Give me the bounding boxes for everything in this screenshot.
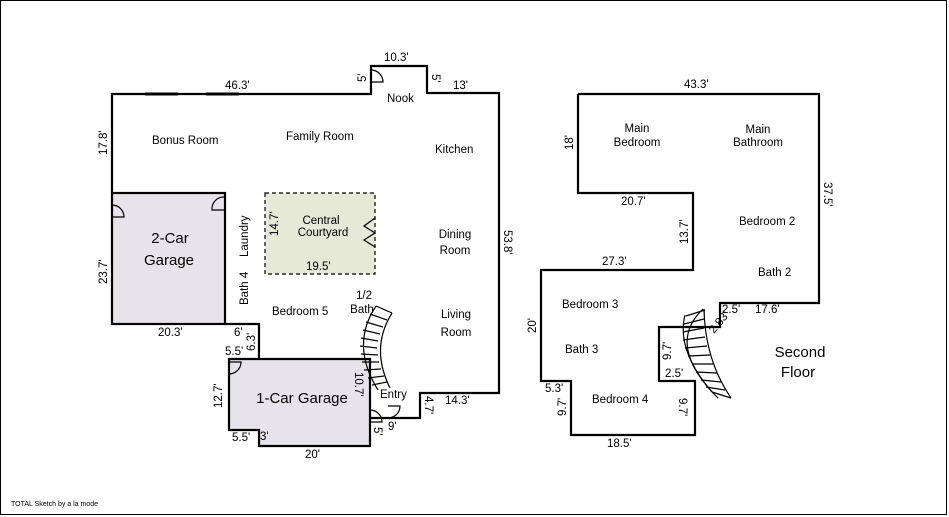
first-floor-outline [110, 64, 501, 420]
door-swing-garage1-right [369, 409, 383, 423]
room-courtyard-line1: Central [302, 215, 339, 227]
dim-bottom-right: 14.3' [445, 395, 470, 407]
room-main-bath-line1: Main [746, 124, 771, 136]
dim-entry-9: 9' [388, 421, 397, 433]
dim-top-right: 13' [453, 80, 468, 92]
staircase-second-floor [682, 308, 732, 399]
room-bath2: Bath 2 [758, 267, 791, 279]
room-garage1: 1-Car Garage [256, 390, 348, 407]
room-main-bath-line2: Bathroom [733, 137, 783, 149]
first-floor-lower-wall [225, 322, 261, 359]
room-half-bath-line1: 1/2 [356, 290, 372, 302]
dim-step-63: 6.3' [246, 333, 258, 351]
dim-nook-right: 5' [429, 74, 441, 83]
room-bedroom2: Bedroom 2 [739, 216, 795, 228]
dim-garage2-height: 23.7' [98, 259, 110, 284]
staircase-first-floor [359, 305, 393, 391]
dim-sf-step-273: 27.3' [602, 256, 627, 268]
footer-credit: TOTAL Sketch by a la mode [11, 501, 98, 508]
room-living-line2: Room [441, 327, 472, 339]
dim-top-left: 46.3' [225, 80, 250, 92]
room-family-room: Family Room [286, 131, 354, 143]
room-laundry: Laundry [239, 215, 251, 257]
dim-sf-left-20: 20' [527, 318, 539, 333]
room-kitchen: Kitchen [435, 144, 473, 156]
room-living-line1: Living [441, 309, 471, 321]
dim-sf-step-97c: 9.7' [676, 398, 688, 416]
dim-step-55a: 5.5' [225, 346, 243, 358]
dim-court-height: 14.7' [269, 211, 281, 236]
dim-sf-step-97b: 9.7' [557, 398, 569, 416]
dim-sf-step-207: 20.7' [621, 196, 646, 208]
second-floor-title-line2: Floor [781, 364, 815, 381]
first-floor: Bonus Room Family Room Nook Kitchen Cent… [98, 52, 513, 461]
door-swing-garage1-left [228, 361, 242, 375]
dim-left-upper: 17.8' [98, 130, 110, 155]
dim-nook-top: 10.3' [384, 52, 409, 64]
room-bonus-room: Bonus Room [152, 135, 218, 147]
dim-step-6: 6' [234, 327, 243, 339]
courtyard-door-icon [362, 217, 376, 248]
room-bedroom4: Bedroom 4 [592, 394, 649, 406]
second-floor: Second Floor Main Bedroom Main Bathroom … [527, 79, 833, 450]
garage-2car-area [110, 191, 227, 326]
room-bedroom5: Bedroom 5 [272, 306, 328, 318]
room-nook: Nook [387, 93, 414, 105]
dim-sf-step-176: 17.6' [755, 304, 780, 316]
dim-step-3: 3' [260, 431, 269, 443]
room-bedroom3: Bedroom 3 [562, 299, 618, 311]
dim-sf-step-97a: 9.7' [662, 342, 674, 360]
room-half-bath-line2: Bath [350, 304, 374, 316]
room-courtyard-line2: Courtyard [298, 227, 349, 239]
door-swing-garage2-left [111, 204, 125, 218]
dim-garage1-width: 20' [305, 449, 320, 461]
dim-sf-step-25b: 2.5' [665, 368, 683, 380]
garage-1car-area [227, 357, 372, 448]
dim-court-width: 19.5' [306, 261, 331, 273]
dim-sf-step-25a: 2.5' [722, 304, 740, 316]
second-floor-outline [539, 92, 821, 437]
dim-nook-left: 5' [357, 73, 369, 82]
dim-garage1-height: 12.7' [213, 383, 225, 408]
room-bath4: Bath 4 [239, 271, 251, 305]
room-dining-line1: Dining [439, 229, 472, 241]
dim-step-55b: 5.5' [232, 432, 250, 444]
dim-sf-step-53: 5.3' [545, 383, 563, 395]
room-main-bedroom-line2: Bedroom [614, 137, 661, 149]
door-swing-garage2-right [211, 196, 226, 211]
door-swing-entry [387, 405, 401, 419]
dim-garage1-right: 10.7' [352, 372, 364, 397]
dim-sf-right-375: 37.5' [821, 182, 833, 207]
room-dining-line2: Room [440, 245, 471, 257]
dim-sf-left-18: 18' [564, 135, 576, 150]
dim-entry-47: 4.7' [422, 396, 434, 414]
dim-entry-5: 5' [371, 427, 383, 436]
dim-garage2-width: 20.3' [158, 327, 183, 339]
dim-sf-top: 43.3' [684, 79, 709, 91]
room-bath3: Bath 3 [565, 344, 598, 356]
dim-sf-bottom-185: 18.5' [607, 438, 632, 450]
courtyard-area [264, 192, 376, 275]
room-garage2-line2: Garage [144, 252, 194, 269]
room-garage2-line1: 2-Car [151, 230, 189, 247]
room-entry: Entry [380, 389, 407, 401]
second-floor-title-line1: Second [775, 344, 826, 361]
door-swing-nook [370, 69, 384, 83]
dim-sf-step-137: 13.7' [679, 219, 691, 244]
dim-right-height: 53.8' [501, 230, 513, 255]
room-main-bedroom-line1: Main [625, 123, 650, 135]
